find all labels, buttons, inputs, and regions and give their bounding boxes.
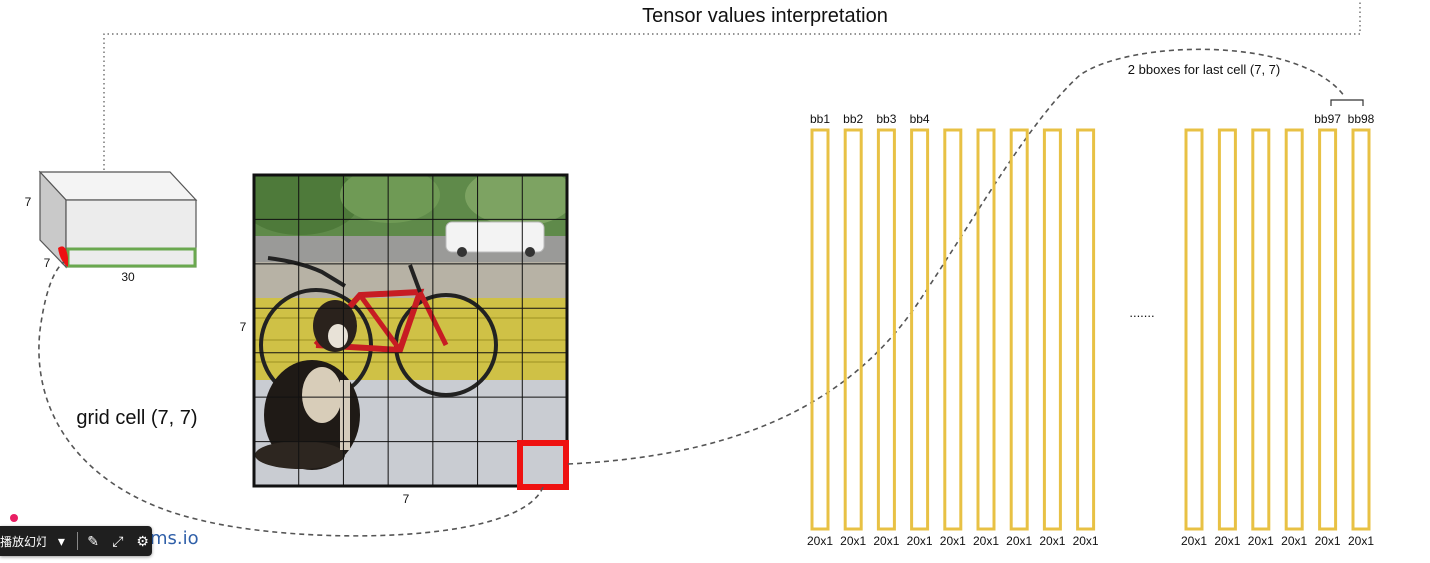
slideshow-toolbar: 播放幻灯片 ▾ ✎ ⤢ ⚙ xyxy=(0,526,152,556)
right-bar-3 xyxy=(1251,128,1271,531)
right-bar-size-label: 20x1 xyxy=(1315,534,1341,548)
left-bar-6 xyxy=(976,128,996,531)
slideshow-label[interactable]: 播放幻灯片 xyxy=(0,534,46,549)
right-bar-size-label: 20x1 xyxy=(1281,534,1307,548)
right-bar-4 xyxy=(1284,128,1304,531)
bbox-bars-left: bb1 20x1 bb2 20x1 bb3 20x1 bb4 20x1 20x1 20x1 20x1… xyxy=(807,112,1099,548)
right-bar-size-label: 20x1 xyxy=(1248,534,1274,548)
cell-to-tensor-connector xyxy=(38,261,544,537)
toolbar-divider xyxy=(76,532,78,550)
left-bar-size-label: 20x1 xyxy=(807,534,833,548)
bbox-bracket xyxy=(1330,99,1364,106)
title-connector xyxy=(103,0,1361,170)
image-grid-border xyxy=(252,173,569,488)
left-bar-3 xyxy=(876,128,896,531)
left-bar-size-label: 20x1 xyxy=(907,534,933,548)
caret-down-icon[interactable]: ▾ xyxy=(57,532,65,549)
tensor-box xyxy=(38,170,198,269)
left-bar-size-label: 20x1 xyxy=(940,534,966,548)
right-bar-size-label: 20x1 xyxy=(1214,534,1240,548)
right-bar-top-label: bb98 xyxy=(1348,112,1375,126)
diagram-title: Tensor values interpretation xyxy=(642,5,888,27)
watermark-text: ms.io xyxy=(150,528,199,549)
right-bar-2 xyxy=(1217,128,1237,531)
left-bar-7 xyxy=(1009,128,1029,531)
pencil-icon[interactable]: ✎ xyxy=(87,532,99,549)
left-bar-4 xyxy=(910,128,930,531)
photo xyxy=(255,176,566,485)
right-bar-top-label: bb97 xyxy=(1314,112,1341,126)
cell-to-bbox-connector xyxy=(567,48,1346,465)
left-bar-1 xyxy=(810,128,830,531)
right-bar-5 xyxy=(1318,128,1338,531)
bbox-note: 2 bboxes for last cell (7, 7) xyxy=(1128,62,1280,77)
image-bottom-label: 7 xyxy=(403,492,410,506)
ellipsis: ....... xyxy=(1129,305,1154,320)
right-bar-6 xyxy=(1351,128,1371,531)
left-bar-top-label: bb1 xyxy=(810,112,830,126)
bbox-bars-right: 20x1 20x1 20x1 20x1 bb97 20x1 bb98 20x1 xyxy=(1181,112,1375,548)
left-bar-8 xyxy=(1042,128,1062,531)
gear-icon[interactable]: ⚙ xyxy=(136,532,149,549)
left-bar-size-label: 20x1 xyxy=(1039,534,1065,548)
pin-icon xyxy=(10,514,18,522)
left-bar-top-label: bb4 xyxy=(910,112,930,126)
left-bar-9 xyxy=(1076,128,1096,531)
tensor-height-label: 7 xyxy=(44,256,51,270)
left-bar-size-label: 20x1 xyxy=(973,534,999,548)
left-bar-size-label: 20x1 xyxy=(1073,534,1099,548)
grid-cell-label: grid cell (7, 7) xyxy=(76,407,197,429)
left-bar-size-label: 20x1 xyxy=(873,534,899,548)
left-bar-2 xyxy=(843,128,863,531)
tensor-cell-marker xyxy=(58,246,68,267)
image-grid xyxy=(254,175,567,486)
left-bar-top-label: bb3 xyxy=(876,112,896,126)
expand-icon[interactable]: ⤢ xyxy=(112,532,124,549)
right-bar-1 xyxy=(1184,128,1204,531)
tensor-depth-label: 7 xyxy=(25,195,32,209)
left-bar-size-label: 20x1 xyxy=(840,534,866,548)
right-bar-size-label: 20x1 xyxy=(1181,534,1207,548)
left-bar-5 xyxy=(943,128,963,531)
left-bar-top-label: bb2 xyxy=(843,112,863,126)
tensor-width-label: 30 xyxy=(121,270,135,284)
left-bar-size-label: 20x1 xyxy=(1006,534,1032,548)
image-side-label: 7 xyxy=(240,320,247,334)
tensor-slice xyxy=(66,247,197,268)
right-bar-size-label: 20x1 xyxy=(1348,534,1374,548)
